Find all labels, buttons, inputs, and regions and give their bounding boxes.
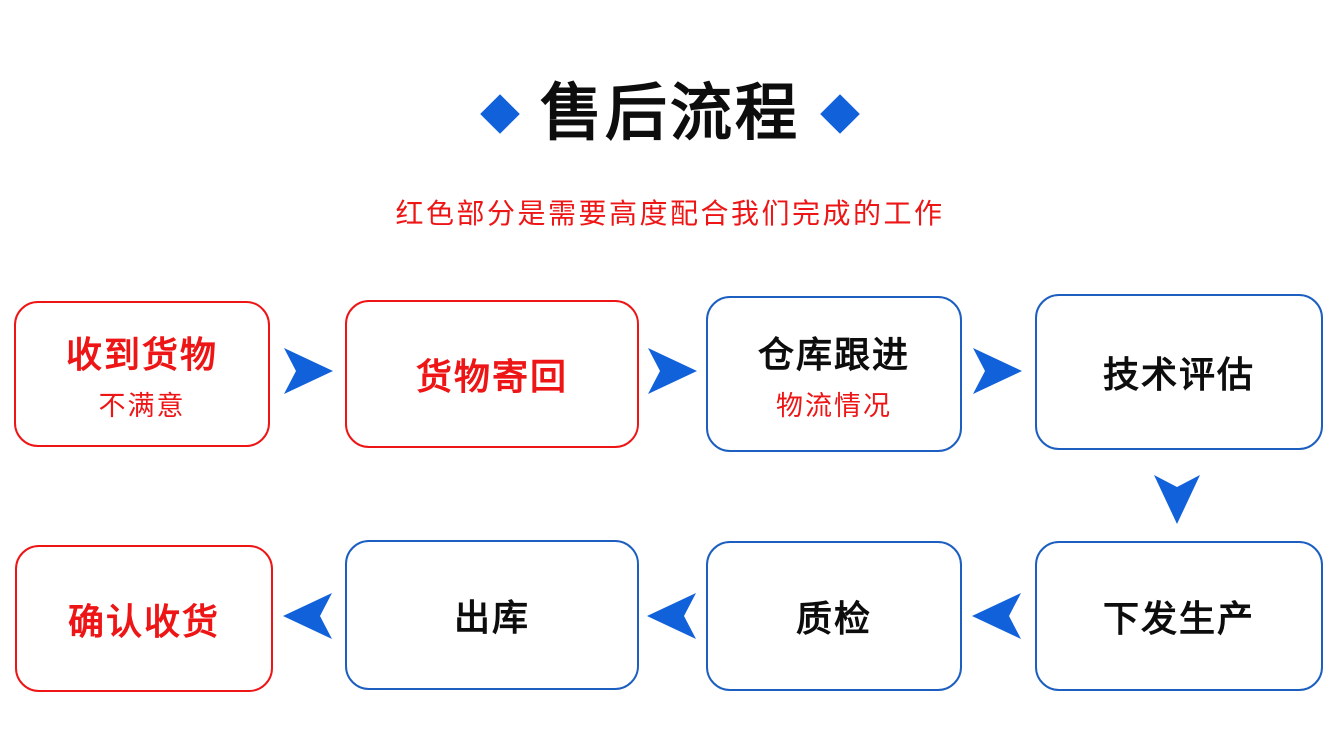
arrow-right-icon <box>283 348 333 394</box>
flow-step-title: 质检 <box>795 598 872 639</box>
flow-step-subtitle: 不满意 <box>98 390 186 421</box>
flow-step-title: 确认收货 <box>67 600 220 642</box>
flow-step-issue-production: 下发生产 <box>1035 541 1323 691</box>
arrow-right-icon <box>972 348 1022 394</box>
flow-step-title: 收到货物 <box>65 333 218 375</box>
arrow-left-icon <box>972 593 1022 639</box>
arrow-down-icon <box>1154 474 1200 524</box>
page-title-row: 售后流程 <box>0 79 1340 148</box>
flow-step-title: 出库 <box>453 597 530 638</box>
flow-step-technical-evaluation: 技术评估 <box>1035 294 1323 450</box>
diamond-icon <box>480 94 520 134</box>
flow-step-subtitle: 物流情况 <box>776 390 892 421</box>
flow-step-confirm-receipt: 确认收货 <box>15 545 273 692</box>
flow-step-title: 技术评估 <box>1102 354 1255 395</box>
flow-step-title: 货物寄回 <box>415 356 568 397</box>
flow-step-title: 下发生产 <box>1102 598 1255 639</box>
diamond-icon <box>820 94 860 134</box>
flow-step-title: 仓库跟进 <box>757 333 910 375</box>
page-title: 售后流程 <box>539 79 800 148</box>
flow-step-receive-goods: 收到货物 不满意 <box>14 301 270 447</box>
arrow-left-icon <box>283 593 333 639</box>
page-subtitle: 红色部分是需要高度配合我们完成的工作 <box>395 198 945 229</box>
flow-step-warehouse-follow-up: 仓库跟进 物流情况 <box>706 296 962 452</box>
flow-step-return-goods: 货物寄回 <box>345 300 639 448</box>
flow-step-outbound-shipment: 出库 <box>345 540 639 690</box>
arrow-right-icon <box>647 348 697 394</box>
flow-step-quality-inspection: 质检 <box>706 541 962 691</box>
arrow-left-icon <box>647 593 697 639</box>
